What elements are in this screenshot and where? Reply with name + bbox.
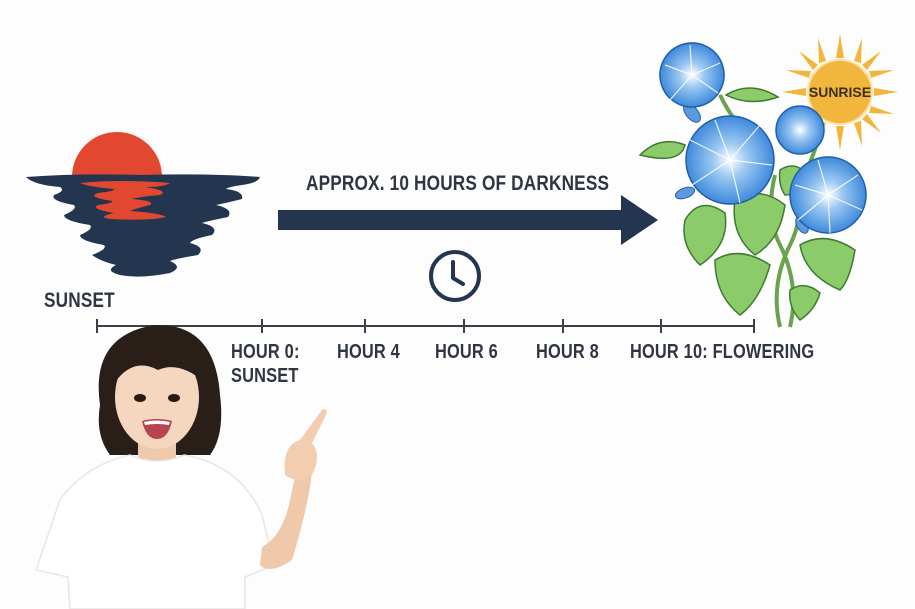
tick-label-hour-6: HOUR 6: [435, 341, 498, 363]
tick-label-hour-0-line1: HOUR 0:: [231, 341, 300, 363]
right-arrow-icon: [278, 195, 658, 245]
clock-icon: [429, 250, 481, 302]
timeline-axis: [96, 319, 755, 333]
morning-glory-flower-illustration: [638, 42, 867, 328]
sunset-label: SUNSET: [44, 289, 115, 312]
darkness-duration-label: APPROX. 10 HOURS OF DARKNESS: [306, 172, 610, 195]
tick-label-hour-10: HOUR 10: FLOWERING: [630, 341, 815, 363]
sunrise-label: SUNRISE: [808, 84, 872, 100]
tick-label-hour-0-line2: SUNSET: [231, 365, 299, 387]
tick-label-hour-4: HOUR 4: [337, 341, 400, 363]
sunset-icon: [26, 132, 260, 277]
person-pointing-illustration: [35, 324, 327, 609]
tick-label-hour-8: HOUR 8: [536, 341, 599, 363]
sunrise-label-wrap: SUNRISE: [780, 32, 900, 152]
tick-label-hour-0: HOUR 0: SUNSET: [231, 340, 300, 388]
